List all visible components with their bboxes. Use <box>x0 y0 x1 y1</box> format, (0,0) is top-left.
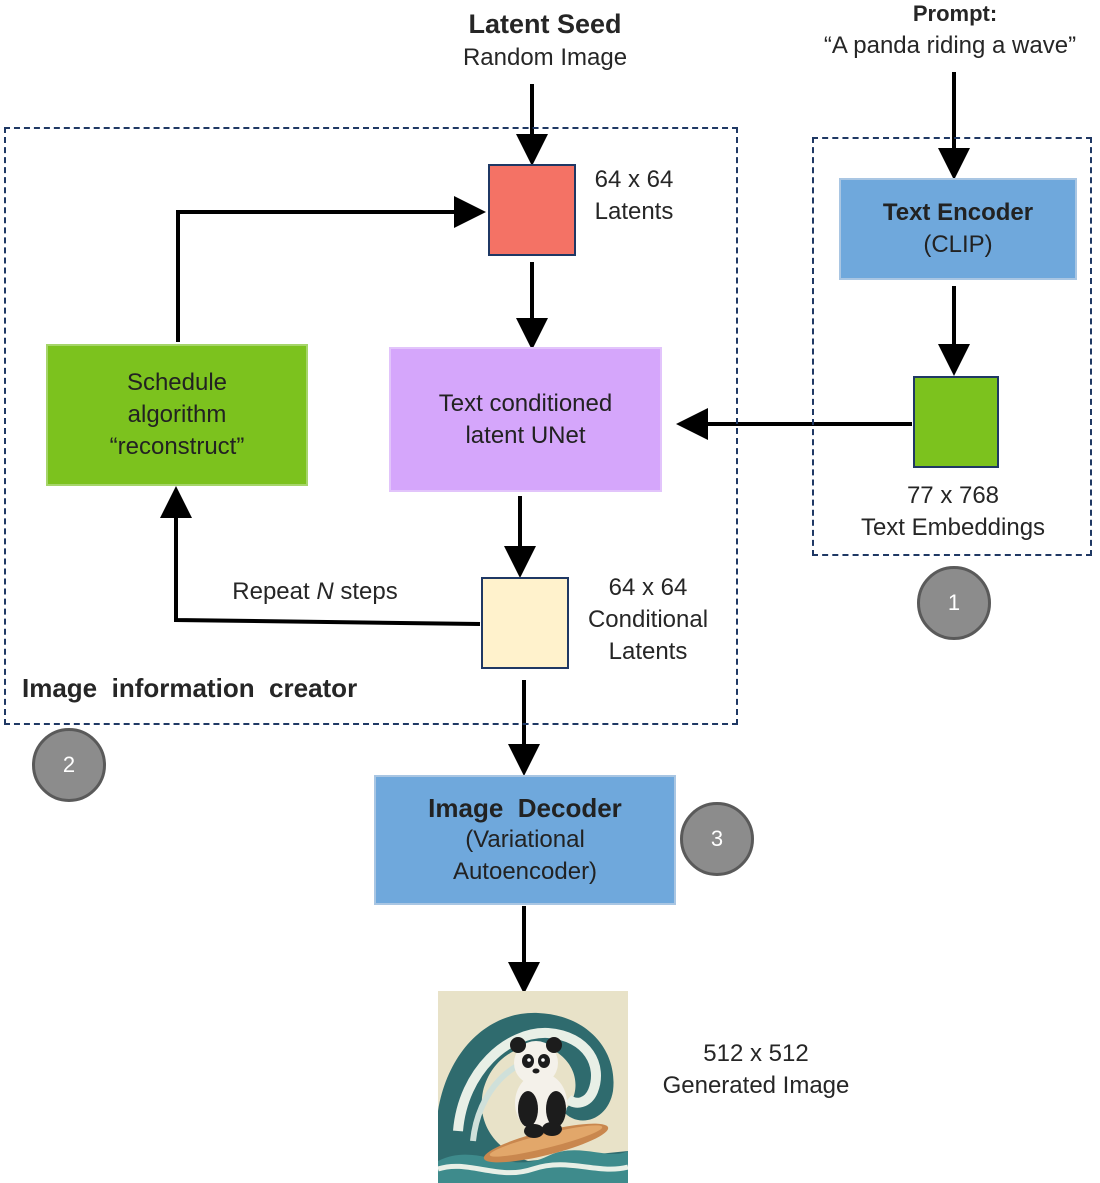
repeat-prefix: Repeat <box>232 578 317 605</box>
repeat-suffix: steps <box>333 578 398 605</box>
cond-latents-line3: Latents <box>608 638 688 665</box>
schedule-line3: “reconstruct” <box>109 433 245 460</box>
badge-2: 2 <box>32 728 106 802</box>
unet-line2: latent UNet <box>465 421 586 449</box>
text-encoder-subtitle: (CLIP) <box>923 231 993 258</box>
text-embeddings-caption: Text Embeddings <box>860 514 1046 541</box>
repeat-steps-label: Repeat N steps <box>200 576 430 608</box>
conditional-latents-label: 64 x 64 Conditional Latents <box>574 572 722 668</box>
unet-line1: Text conditioned <box>438 389 613 417</box>
latents-caption: Latents <box>594 198 674 225</box>
repeat-n: N <box>316 578 334 605</box>
image-decoder-title: Image Decoder <box>428 793 622 823</box>
generated-image-size: 512 x 512 <box>703 1040 809 1067</box>
unet-box: Text conditioned latent UNet <box>389 347 662 492</box>
text-encoder-title: Text Encoder <box>882 199 1034 226</box>
text-embeddings-box <box>913 376 999 468</box>
latent-seed-title: Latent Seed <box>468 9 622 39</box>
conditional-latents-box <box>481 577 569 669</box>
generated-image-label: 512 x 512 Generated Image <box>640 1038 872 1102</box>
prompt-title: Prompt: <box>912 1 998 26</box>
cond-latents-size: 64 x 64 <box>608 574 688 601</box>
prompt-text: “A panda riding a wave” <box>823 32 1077 59</box>
latents-size: 64 x 64 <box>594 166 674 193</box>
cond-latents-line2: Conditional <box>587 606 709 633</box>
latent-seed-subtitle: Random Image <box>462 44 628 71</box>
image-decoder-box: Image Decoder (Variational Autoencoder) <box>374 775 676 905</box>
image-information-creator-label: Image information creator <box>22 673 358 703</box>
latents-box <box>488 164 576 256</box>
text-embeddings-label: 77 x 768 Text Embeddings <box>830 480 1076 544</box>
schedule-to-latents-arrow <box>176 196 486 342</box>
text-encoder-region <box>812 137 1092 556</box>
badge-3: 3 <box>680 802 754 876</box>
generated-image-caption: Generated Image <box>662 1072 850 1099</box>
image-decoder-line2: (Variational <box>465 826 585 853</box>
image-information-creator-region <box>4 127 738 725</box>
text-embeddings-size: 77 x 768 <box>906 482 1000 509</box>
repeat-loop-arrow <box>160 486 481 626</box>
badge-1: 1 <box>917 566 991 640</box>
schedule-line2: algorithm <box>127 401 227 428</box>
schedule-line1: Schedule <box>126 369 228 396</box>
schedule-algorithm-box: Schedule algorithm “reconstruct” <box>46 344 308 486</box>
text-encoder-box: Text Encoder (CLIP) <box>839 178 1077 280</box>
image-decoder-line3: Autoencoder) <box>452 858 598 885</box>
latents-label: 64 x 64 Latents <box>582 164 686 228</box>
panda-surfing-image <box>438 991 628 1183</box>
